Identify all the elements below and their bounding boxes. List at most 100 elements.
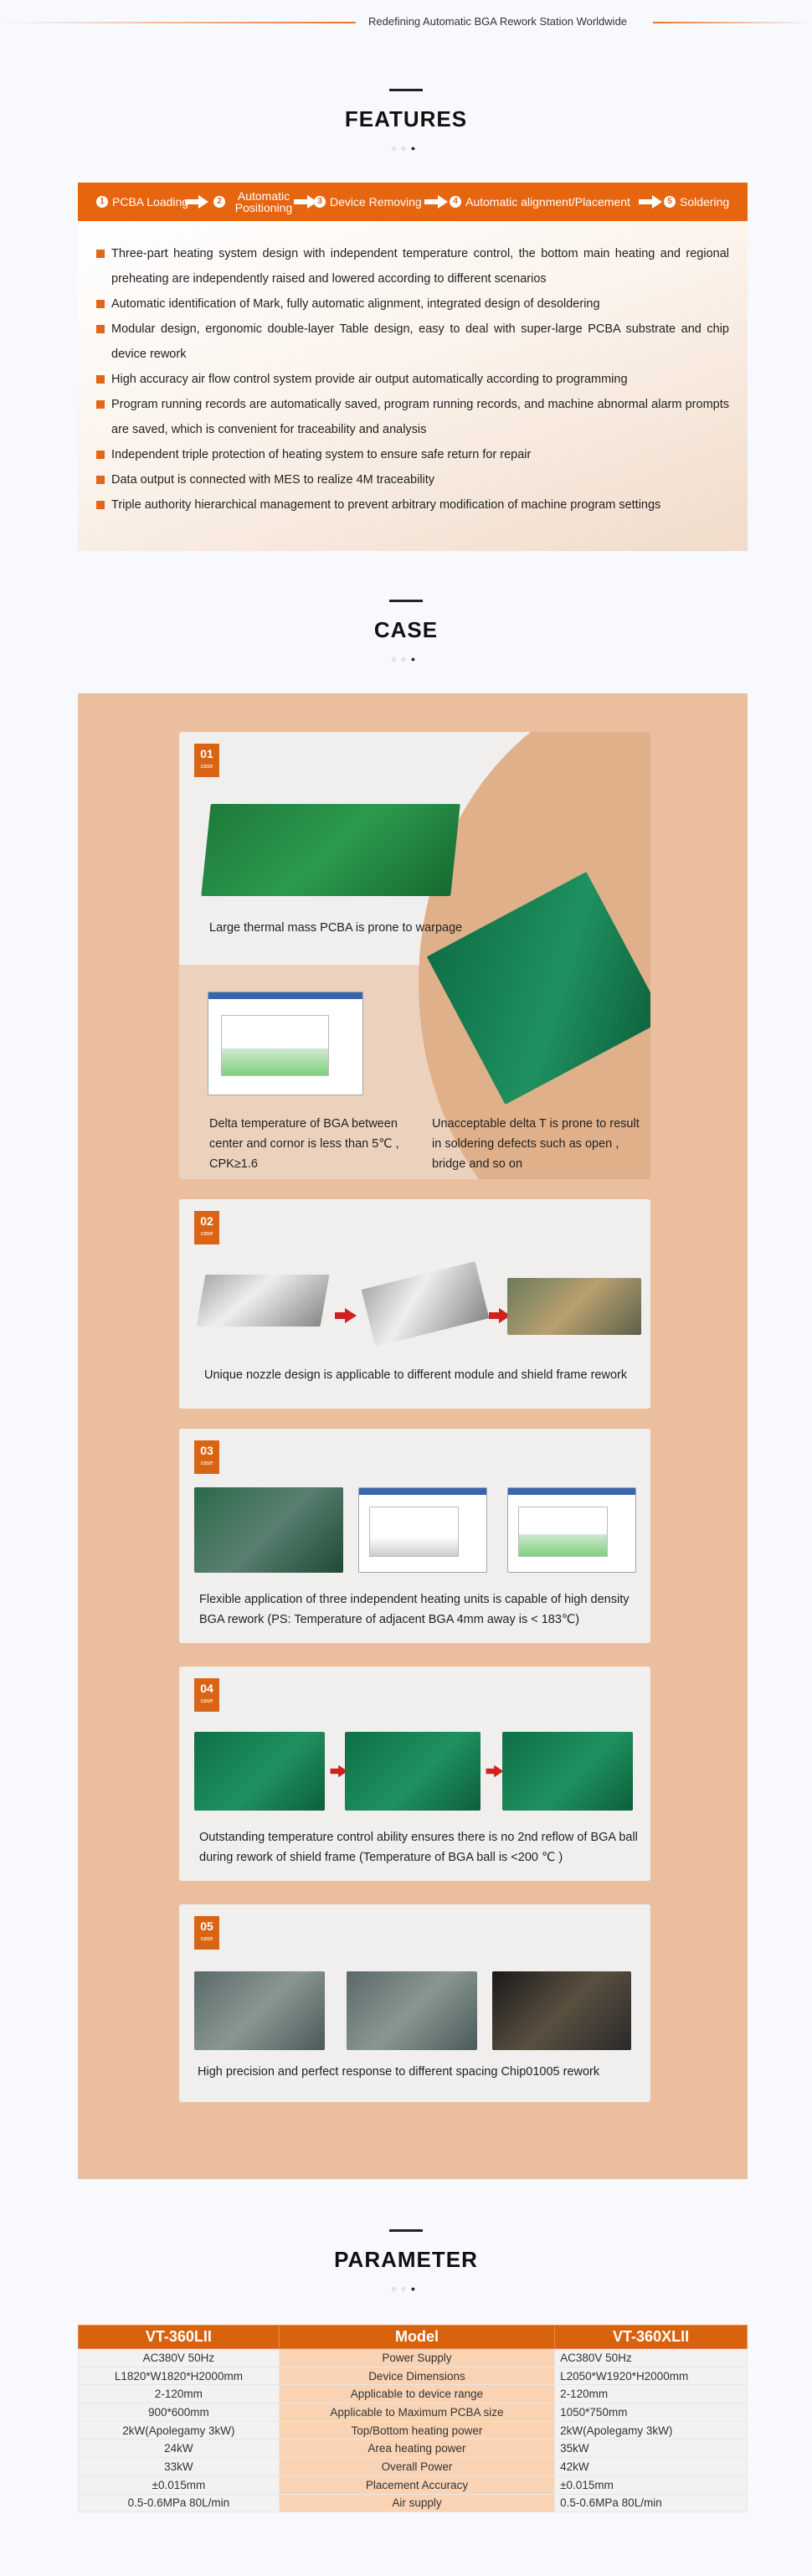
- flow-step-5: 5 Soldering: [664, 183, 729, 221]
- flow-step-4: 4 Automatic alignment/Placement: [450, 183, 630, 221]
- profile-chart-screenshot: [358, 1487, 487, 1573]
- flow-step-2: 2 Automatic Positioning: [213, 183, 298, 221]
- table-row: 2kW(Apolegamy 3kW)Top/Bottom heating pow…: [78, 2420, 748, 2440]
- case-caption: High precision and perfect response to d…: [198, 2065, 600, 2079]
- table-cell: ±0.015mm: [554, 2475, 748, 2495]
- table-cell: 2kW(Apolegamy 3kW): [554, 2420, 748, 2440]
- flow-arrow-icon: [185, 195, 210, 209]
- table-cell: Overall Power: [278, 2457, 556, 2476]
- table-cell: 2kW(Apolegamy 3kW): [78, 2420, 280, 2440]
- top-banner: Redefining Automatic BGA Rework Station …: [0, 15, 812, 28]
- table-cell: 2-120mm: [78, 2384, 280, 2404]
- high-density-board-image: [194, 1487, 343, 1573]
- table-cell: 42kW: [554, 2457, 748, 2476]
- column-header: Model: [278, 2325, 556, 2349]
- table-cell: 900*600mm: [78, 2403, 280, 2422]
- table-cell: Applicable to Maximum PCBA size: [278, 2403, 556, 2422]
- feature-item: Data output is connected with MES to rea…: [96, 467, 729, 492]
- feature-list: Three-part heating system design with in…: [78, 221, 748, 551]
- shield-frame-board-image: [345, 1732, 481, 1811]
- table-cell: L1820*W1820*H2000mm: [78, 2366, 280, 2386]
- parameter-heading: PARAMETER ○○●: [0, 2229, 812, 2293]
- chip01005-board-image: [347, 1971, 477, 2050]
- feature-item: Three-part heating system design with in…: [96, 241, 729, 291]
- case-caption: Unique nozzle design is applicable to di…: [204, 1368, 628, 1382]
- heading-bar: [389, 2229, 423, 2232]
- red-arrow-icon: [330, 1765, 348, 1778]
- table-cell: AC380V 50Hz: [78, 2348, 280, 2367]
- table-cell: L2050*W1920*H2000mm: [554, 2366, 748, 2386]
- feature-item: Modular design, ergonomic double-layer T…: [96, 317, 729, 367]
- chip01005-board-image: [194, 1971, 325, 2050]
- shield-frame-image: [361, 1261, 490, 1347]
- table-cell: Applicable to device range: [278, 2384, 556, 2404]
- table-cell: Air supply: [278, 2493, 556, 2513]
- nozzle-closeup-image: [492, 1971, 631, 2050]
- heading-dots: ○○●: [391, 2285, 421, 2293]
- feature-item: High accuracy air flow control system pr…: [96, 367, 729, 392]
- feature-item: Triple authority hierarchical management…: [96, 492, 729, 518]
- case-caption: Outstanding temperature control ability …: [199, 1831, 638, 1864]
- table-cell: Device Dimensions: [278, 2366, 556, 2386]
- table-cell: 1050*750mm: [554, 2403, 748, 2422]
- banner-line-left: [0, 22, 356, 23]
- process-flow-bar: 1 PCBA Loading 2 Automatic Positioning 3…: [78, 183, 748, 221]
- case-caption: Unacceptable delta T is prone to result …: [432, 1117, 640, 1171]
- table-cell: 2-120mm: [554, 2384, 748, 2404]
- column-header: VT-360XLII: [554, 2325, 748, 2349]
- table-cell: 0.5-0.6MPa 80L/min: [78, 2493, 280, 2513]
- heading-dots: ○○●: [391, 144, 421, 152]
- banner-text: Redefining Automatic BGA Rework Station …: [368, 15, 628, 28]
- flow-arrow-icon: [639, 195, 664, 209]
- case-title: CASE: [373, 617, 439, 642]
- table-cell: Placement Accuracy: [278, 2475, 556, 2495]
- module-image: [196, 1275, 330, 1327]
- red-arrow-icon: [486, 1765, 504, 1778]
- reworked-board-image: [507, 1278, 641, 1335]
- shield-frame-board-image: [194, 1732, 325, 1811]
- case-caption: Large thermal mass PCBA is prone to warp…: [209, 921, 463, 935]
- features-title: FEATURES: [344, 106, 468, 131]
- case-heading: CASE ○○●: [0, 600, 812, 663]
- table-cell: Top/Bottom heating power: [278, 2420, 556, 2440]
- flow-arrow-icon: [424, 195, 450, 209]
- parameter-title: PARAMETER: [334, 2247, 478, 2272]
- feature-item: Program running records are automaticall…: [96, 392, 729, 442]
- table-cell: AC380V 50Hz: [554, 2348, 748, 2367]
- table-cell: 24kW: [78, 2439, 280, 2459]
- heading-bar: [389, 600, 423, 602]
- feature-item: Independent triple protection of heating…: [96, 442, 729, 467]
- table-cell: 0.5-0.6MPa 80L/min: [554, 2493, 748, 2513]
- table-cell: Area heating power: [278, 2439, 556, 2459]
- case-caption: Delta temperature of BGA between center …: [209, 1117, 399, 1171]
- red-arrow-icon: [335, 1308, 357, 1323]
- heading-bar: [389, 89, 423, 91]
- profile-chart-screenshot: [507, 1487, 636, 1573]
- feature-item: Automatic identification of Mark, fully …: [96, 291, 729, 317]
- temperature-chart-screenshot: [208, 992, 363, 1095]
- table-header-row: VT-360LII Model VT-360XLII: [78, 2325, 748, 2349]
- banner-line-right: [653, 22, 812, 23]
- flow-step-3: 3 Device Removing: [314, 183, 422, 221]
- table-cell: Power Supply: [278, 2348, 556, 2367]
- case-caption: Flexible application of three independen…: [199, 1593, 630, 1626]
- heading-dots: ○○●: [391, 655, 421, 663]
- table-cell: 35kW: [554, 2439, 748, 2459]
